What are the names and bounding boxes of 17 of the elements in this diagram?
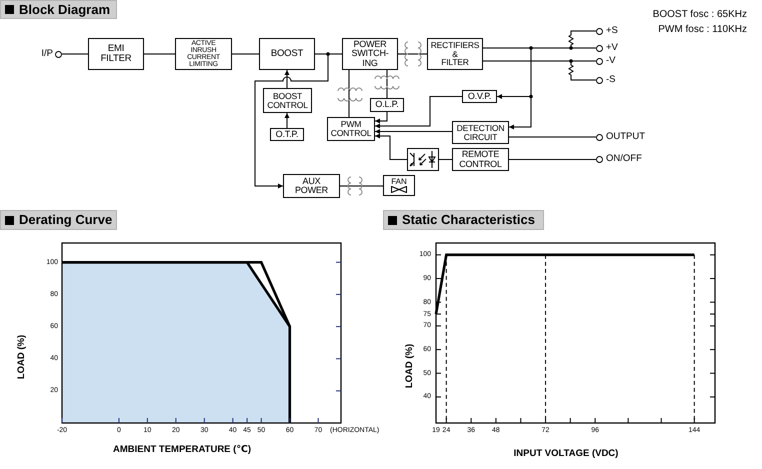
terminal-label: +V: [606, 43, 618, 53]
section-title: Derating Curve: [19, 211, 112, 229]
axis-title: INPUT VOLTAGE (VDC): [514, 448, 618, 460]
axis-title: AMBIENT TEMPERATURE (℃): [113, 444, 251, 456]
terminal-label: -S: [606, 75, 616, 85]
terminal-label: I/P: [41, 49, 53, 59]
note-text: PWM fosc : 110KHz: [658, 24, 747, 36]
terminal-label: OUTPUT: [606, 132, 646, 142]
section-title: Static Characteristics: [402, 211, 535, 229]
terminal-label: -V: [606, 56, 616, 66]
block-label: FAN: [391, 178, 407, 186]
axis-title: LOAD (%): [16, 334, 28, 380]
note-text: BOOST fosc : 65KHz: [652, 9, 747, 21]
section-title: Block Diagram: [19, 1, 110, 18]
terminal-label: ON/OFF: [606, 154, 642, 164]
terminal-label: +S: [606, 26, 618, 36]
axis-title: LOAD (%): [404, 344, 416, 388]
